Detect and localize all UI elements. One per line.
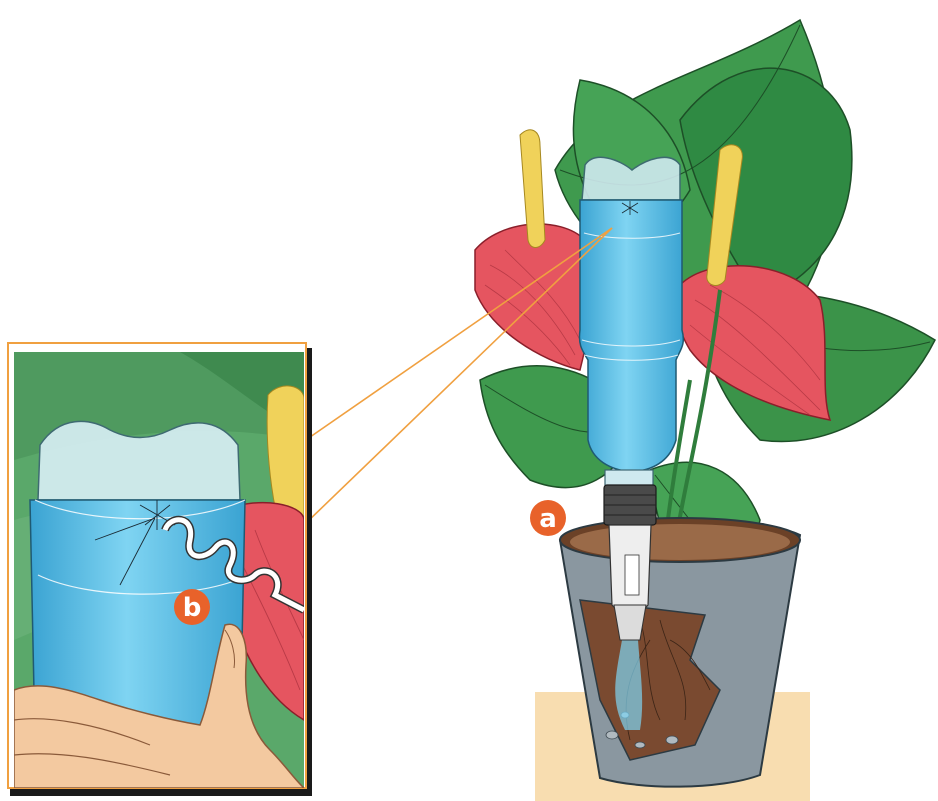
label-b-text: b xyxy=(183,593,202,623)
label-a-badge: a xyxy=(530,500,566,536)
inset-panel: b xyxy=(8,343,312,796)
label-a-text: a xyxy=(539,504,557,534)
label-b-badge: b xyxy=(174,589,210,625)
flower-pot xyxy=(560,518,800,787)
